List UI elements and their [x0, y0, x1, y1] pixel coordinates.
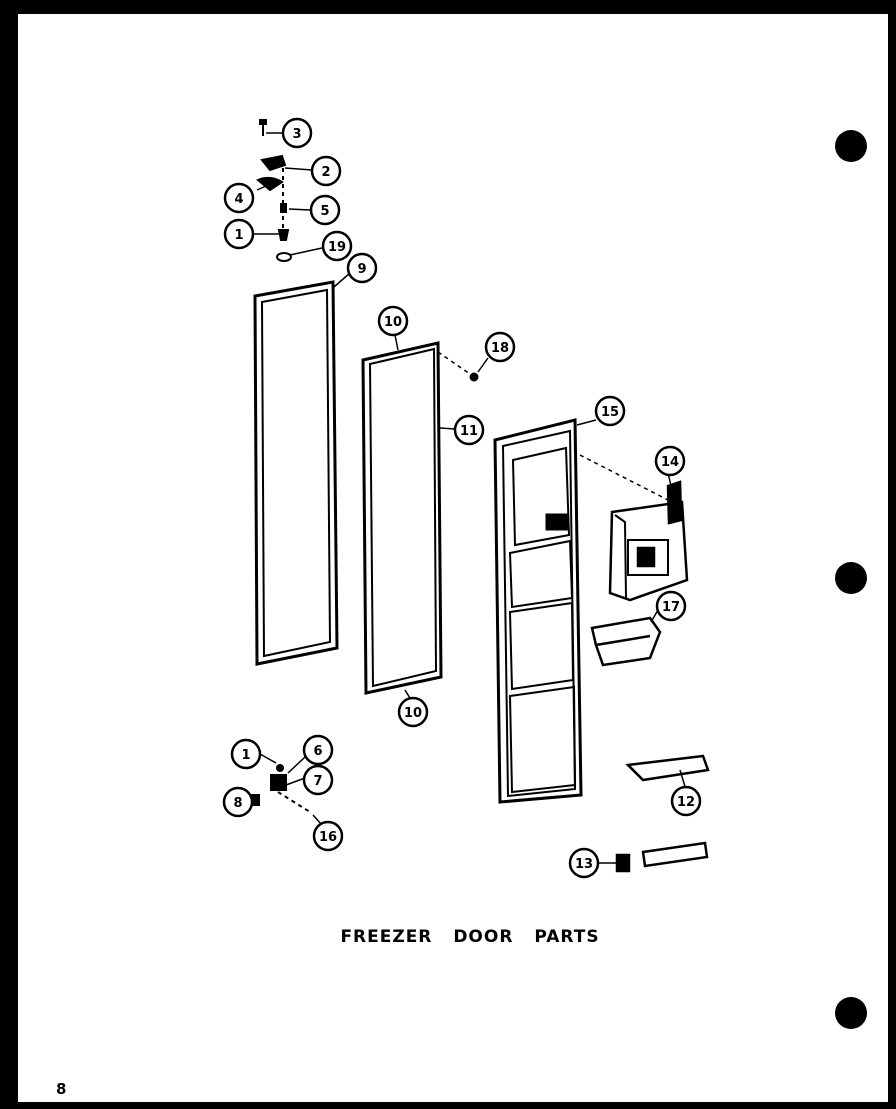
callout-label: 7 [313, 774, 322, 789]
callout-label: 13 [575, 857, 593, 872]
callout-label: 18 [491, 341, 509, 356]
callout-3: 3 [281, 117, 313, 149]
callout-4: 4 [223, 182, 255, 214]
callout-label: 4 [234, 192, 243, 207]
callout-11: 11 [453, 414, 485, 446]
punch-hole-middle [835, 562, 867, 594]
callout-1-top: 1 [223, 218, 255, 250]
callout-1-bottom: 1 [230, 738, 262, 770]
callout-label: 5 [320, 204, 329, 219]
callout-label: 10 [404, 706, 422, 721]
handle-bar [615, 841, 709, 873]
callout-label: 8 [233, 796, 242, 811]
callout-label: 9 [357, 262, 366, 277]
door-liner [361, 341, 479, 695]
callout-label: 12 [677, 795, 695, 810]
callout-label: 1 [241, 748, 250, 763]
callout-9: 9 [346, 252, 378, 284]
callout-label: 3 [292, 127, 301, 142]
callout-8: 8 [222, 786, 254, 818]
callout-14: 14 [654, 445, 686, 477]
callout-19: 19 [321, 230, 353, 262]
drip-tray [590, 616, 662, 667]
lower-hinge-assembly [250, 764, 311, 813]
punch-hole-top [835, 130, 867, 162]
callout-6: 6 [302, 734, 334, 766]
callout-label: 11 [460, 424, 478, 439]
callout-10-top: 10 [377, 305, 409, 337]
callout-label: 17 [662, 600, 680, 615]
callout-5: 5 [309, 194, 341, 226]
callout-label: 16 [319, 830, 337, 845]
callout-13: 13 [568, 847, 600, 879]
callout-15: 15 [594, 395, 626, 427]
callout-18: 18 [484, 331, 516, 363]
callout-2: 2 [310, 155, 342, 187]
callout-label: 19 [328, 240, 346, 255]
dispenser-housing [608, 480, 689, 602]
callout-10-bottom: 10 [397, 696, 429, 728]
callout-label: 2 [321, 165, 330, 180]
bottom-trim [625, 754, 710, 782]
dispenser-door-panel [493, 418, 669, 804]
callout-17: 17 [655, 590, 687, 622]
punch-hole-bottom [835, 997, 867, 1029]
callout-label: 1 [234, 228, 243, 243]
callout-16: 16 [312, 820, 344, 852]
diagram-sheet [18, 14, 888, 1102]
diagram-title: FREEZER DOOR PARTS [340, 927, 600, 947]
callout-label: 6 [313, 744, 322, 759]
callout-label: 14 [661, 455, 679, 470]
callout-label: 10 [384, 315, 402, 330]
door-gasket [253, 280, 339, 666]
page-number: 8 [56, 1080, 67, 1098]
callout-label: 15 [601, 405, 619, 420]
callout-12: 12 [670, 785, 702, 817]
callout-7: 7 [302, 764, 334, 796]
